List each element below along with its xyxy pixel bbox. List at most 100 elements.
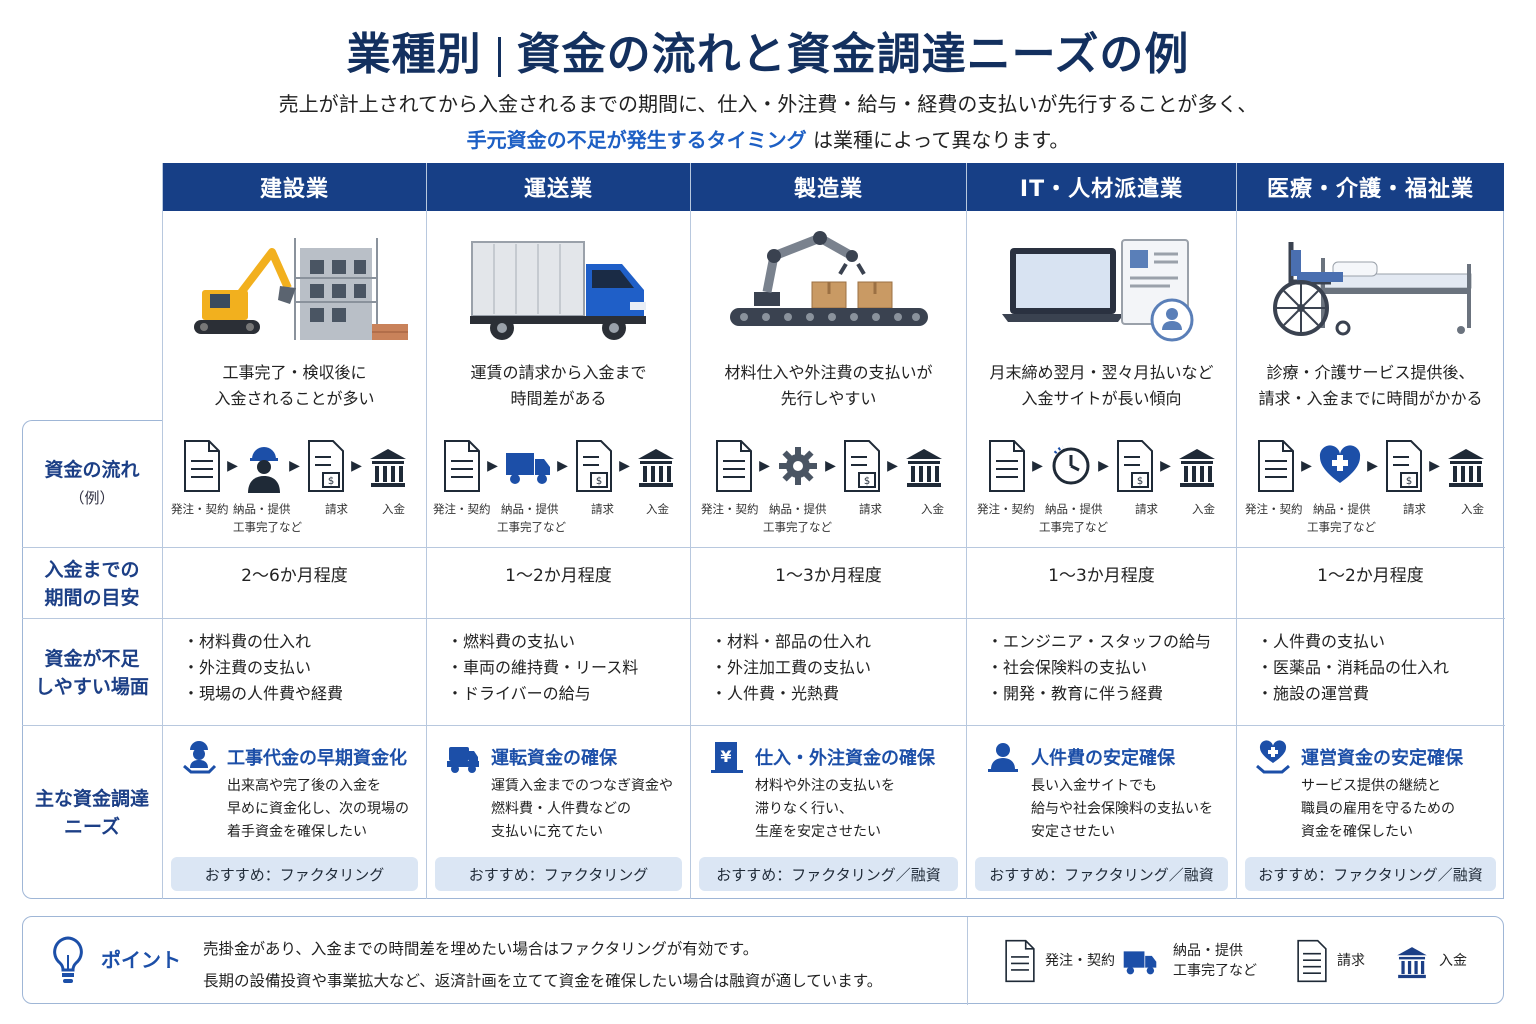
- svg-text:$: $: [327, 476, 333, 487]
- column-header-transport: 運送業: [427, 163, 690, 211]
- need-title: 運営資金の安定確保: [1301, 748, 1463, 769]
- heart-hand-icon: [1256, 740, 1290, 774]
- list-item: ・社会保険料の支払い: [987, 658, 1148, 677]
- column-transport: 運送業 運賃の請求から入金まで 時間差がある ▶ ▶ $: [426, 163, 690, 899]
- flow-icons: ▶ ▶ $ ▶: [1237, 438, 1504, 494]
- document-icon: [183, 440, 220, 492]
- list-item: ・材料費の仕入れ: [183, 632, 312, 651]
- flow-label-delivery: 納品・提供: [233, 502, 291, 516]
- flow-manufacturing: ▶ ▶ $ ▶ 発注・契約 納品・提供 工事完了など 請求 入金: [691, 438, 966, 548]
- flow-label-delivery: 納品・提供: [769, 502, 827, 516]
- bank-icon: [369, 449, 406, 487]
- legend-invoice: 請求: [1295, 917, 1365, 1005]
- bank-icon: [905, 449, 942, 487]
- svg-text:$: $: [863, 476, 869, 487]
- yen-document-icon: ¥: [711, 742, 743, 773]
- arrow-icon: ▶: [887, 458, 898, 474]
- invoice-icon: $: [843, 440, 880, 492]
- recommend-badge-construction: おすすめ：ファクタリング: [171, 857, 418, 891]
- flow-label-order: 発注・契約: [433, 502, 491, 516]
- column-it-staffing: IT・人材派遣業 月末締め翌月・翌々月払いなど 入金サイトが長い傾向 ▶: [966, 163, 1236, 899]
- flow-label-invoice: 請求: [859, 502, 882, 516]
- document-icon: [1005, 939, 1035, 983]
- flow-labels: 発注・契約 納品・提供 工事完了など 請求 入金: [1237, 501, 1504, 541]
- arrow-icon: ▶: [1160, 458, 1171, 474]
- arrow-icon: ▶: [1032, 458, 1043, 474]
- flow-label-payment: 入金: [921, 502, 944, 516]
- arrow-icon: ▶: [1429, 458, 1440, 474]
- row-label-period-2: 期間の目安: [44, 586, 140, 609]
- legend-payment: 入金: [1393, 917, 1467, 1005]
- invoice-icon: $: [1385, 440, 1422, 492]
- shortage-list-manufacturing: ・材料・部品の仕入れ ・外注加工費の支払い ・人件費・光熱費: [711, 629, 871, 707]
- legend-delivery-label: 納品・提供 工事完了など: [1173, 941, 1257, 981]
- flow-labels: 発注・契約 納品・提供 工事完了など 請求 入金: [967, 501, 1236, 541]
- divider-flow-period: [163, 547, 1505, 548]
- list-item: ・施設の運営費: [1257, 684, 1370, 703]
- subtitle-line-1: 売上が計上されてから入金されるまでの期間に、仕入・外注費・給与・経費の支払いが先…: [278, 92, 1258, 116]
- flow-label-order: 発注・契約: [1245, 502, 1303, 516]
- flow-label-payment: 入金: [382, 502, 405, 516]
- flow-label-payment: 入金: [646, 502, 669, 516]
- flow-icons: ▶ ▶ $ ▶: [163, 438, 426, 494]
- need-line: 着手資金を確保したい: [227, 824, 367, 840]
- need-title: 人件費の安定確保: [1031, 748, 1175, 769]
- arrow-icon: ▶: [557, 458, 568, 474]
- need-line: 早めに資金化し、次の現場の: [227, 801, 409, 817]
- robot-arm-conveyor-illustration: [691, 223, 966, 353]
- row-label-frame: [22, 420, 162, 899]
- description-line-2: 請求・入金までに時間がかかる: [1258, 389, 1483, 408]
- arrow-icon: ▶: [1098, 458, 1109, 474]
- bank-icon: [1178, 449, 1215, 487]
- legend-invoice-label: 請求: [1337, 953, 1365, 969]
- recommend-badge-medical-care: おすすめ：ファクタリング／融資: [1245, 857, 1496, 891]
- list-item: ・人件費・光熱費: [711, 684, 840, 703]
- need-line: 資金を確保したい: [1301, 824, 1413, 840]
- lightbulb-icon: [53, 936, 83, 983]
- flow-label-payment: 入金: [1192, 502, 1215, 516]
- row-label-shortage-2: しやすい場面: [35, 675, 149, 698]
- period-transport: 1～2か月程度: [505, 566, 612, 586]
- period-construction: 2～6か月程度: [241, 566, 348, 586]
- description-transport: 運賃の請求から入金まで 時間差がある: [427, 360, 690, 412]
- column-header-construction: 建設業: [163, 163, 426, 211]
- need-body-it-staffing: 長い入金サイトでも 給与や社会保険料の支払いを 安定させたい: [1031, 775, 1213, 844]
- document-icon: [988, 440, 1025, 492]
- point-line-2: 長期の設備投資や事業拡大など、返済計画を立てて資金を確保したい場合は融資が適して…: [203, 972, 883, 990]
- flow-label-order: 発注・契約: [977, 502, 1035, 516]
- arrow-icon: ▶: [1301, 458, 1312, 474]
- flow-label-delivery: 納品・提供: [501, 502, 559, 516]
- person-icon: [988, 743, 1018, 772]
- flow-labels: 発注・契約 納品・提供 工事完了など 請求 入金: [691, 501, 966, 541]
- list-item: ・外注加工費の支払い: [711, 658, 872, 677]
- flow-label-invoice: 請求: [591, 502, 614, 516]
- legend-delivery-line-1: 納品・提供: [1173, 943, 1243, 959]
- need-line: 出来高や完了後の入金を: [227, 778, 381, 794]
- invoice-icon: $: [1116, 440, 1153, 492]
- divider-shortage-needs: [163, 725, 1505, 726]
- legend-order: 発注・契約: [1003, 917, 1115, 1005]
- heart-plus-icon: [1319, 445, 1360, 483]
- flow-label-delivery-sub: 工事完了など: [1039, 520, 1108, 534]
- subtitle-rest: は業種によって異なります。: [806, 128, 1070, 152]
- need-line: 長い入金サイトでも: [1031, 778, 1157, 794]
- wheelchair-bed-illustration: [1237, 223, 1504, 353]
- invoice-icon: [1297, 939, 1327, 983]
- arrow-icon: ▶: [227, 458, 238, 474]
- need-header-transport: 運転資金の確保: [445, 739, 682, 775]
- arrow-icon: ▶: [619, 458, 630, 474]
- need-line: 給与や社会保険料の支払いを: [1031, 801, 1213, 817]
- column-manufacturing: 製造業 材料仕入や外注費の支払いが 先行しやすい ▶: [690, 163, 966, 899]
- bank-icon: [1447, 449, 1484, 487]
- point-label: ポイント: [101, 948, 181, 972]
- flow-label-invoice: 請求: [325, 502, 348, 516]
- need-line: サービス提供の継続と: [1301, 778, 1441, 794]
- need-line: 運賃入金までのつなぎ資金や: [491, 778, 673, 794]
- truck-illustration: [427, 223, 690, 353]
- need-header-manufacturing: ¥ 仕入・外注資金の確保: [709, 739, 958, 775]
- legend-order-label: 発注・契約: [1045, 953, 1115, 969]
- invoice-icon: $: [307, 440, 344, 492]
- flow-label-delivery-sub: 工事完了など: [763, 520, 832, 534]
- list-item: ・エンジニア・スタッフの給与: [987, 632, 1212, 651]
- description-line-2: 時間差がある: [510, 389, 607, 408]
